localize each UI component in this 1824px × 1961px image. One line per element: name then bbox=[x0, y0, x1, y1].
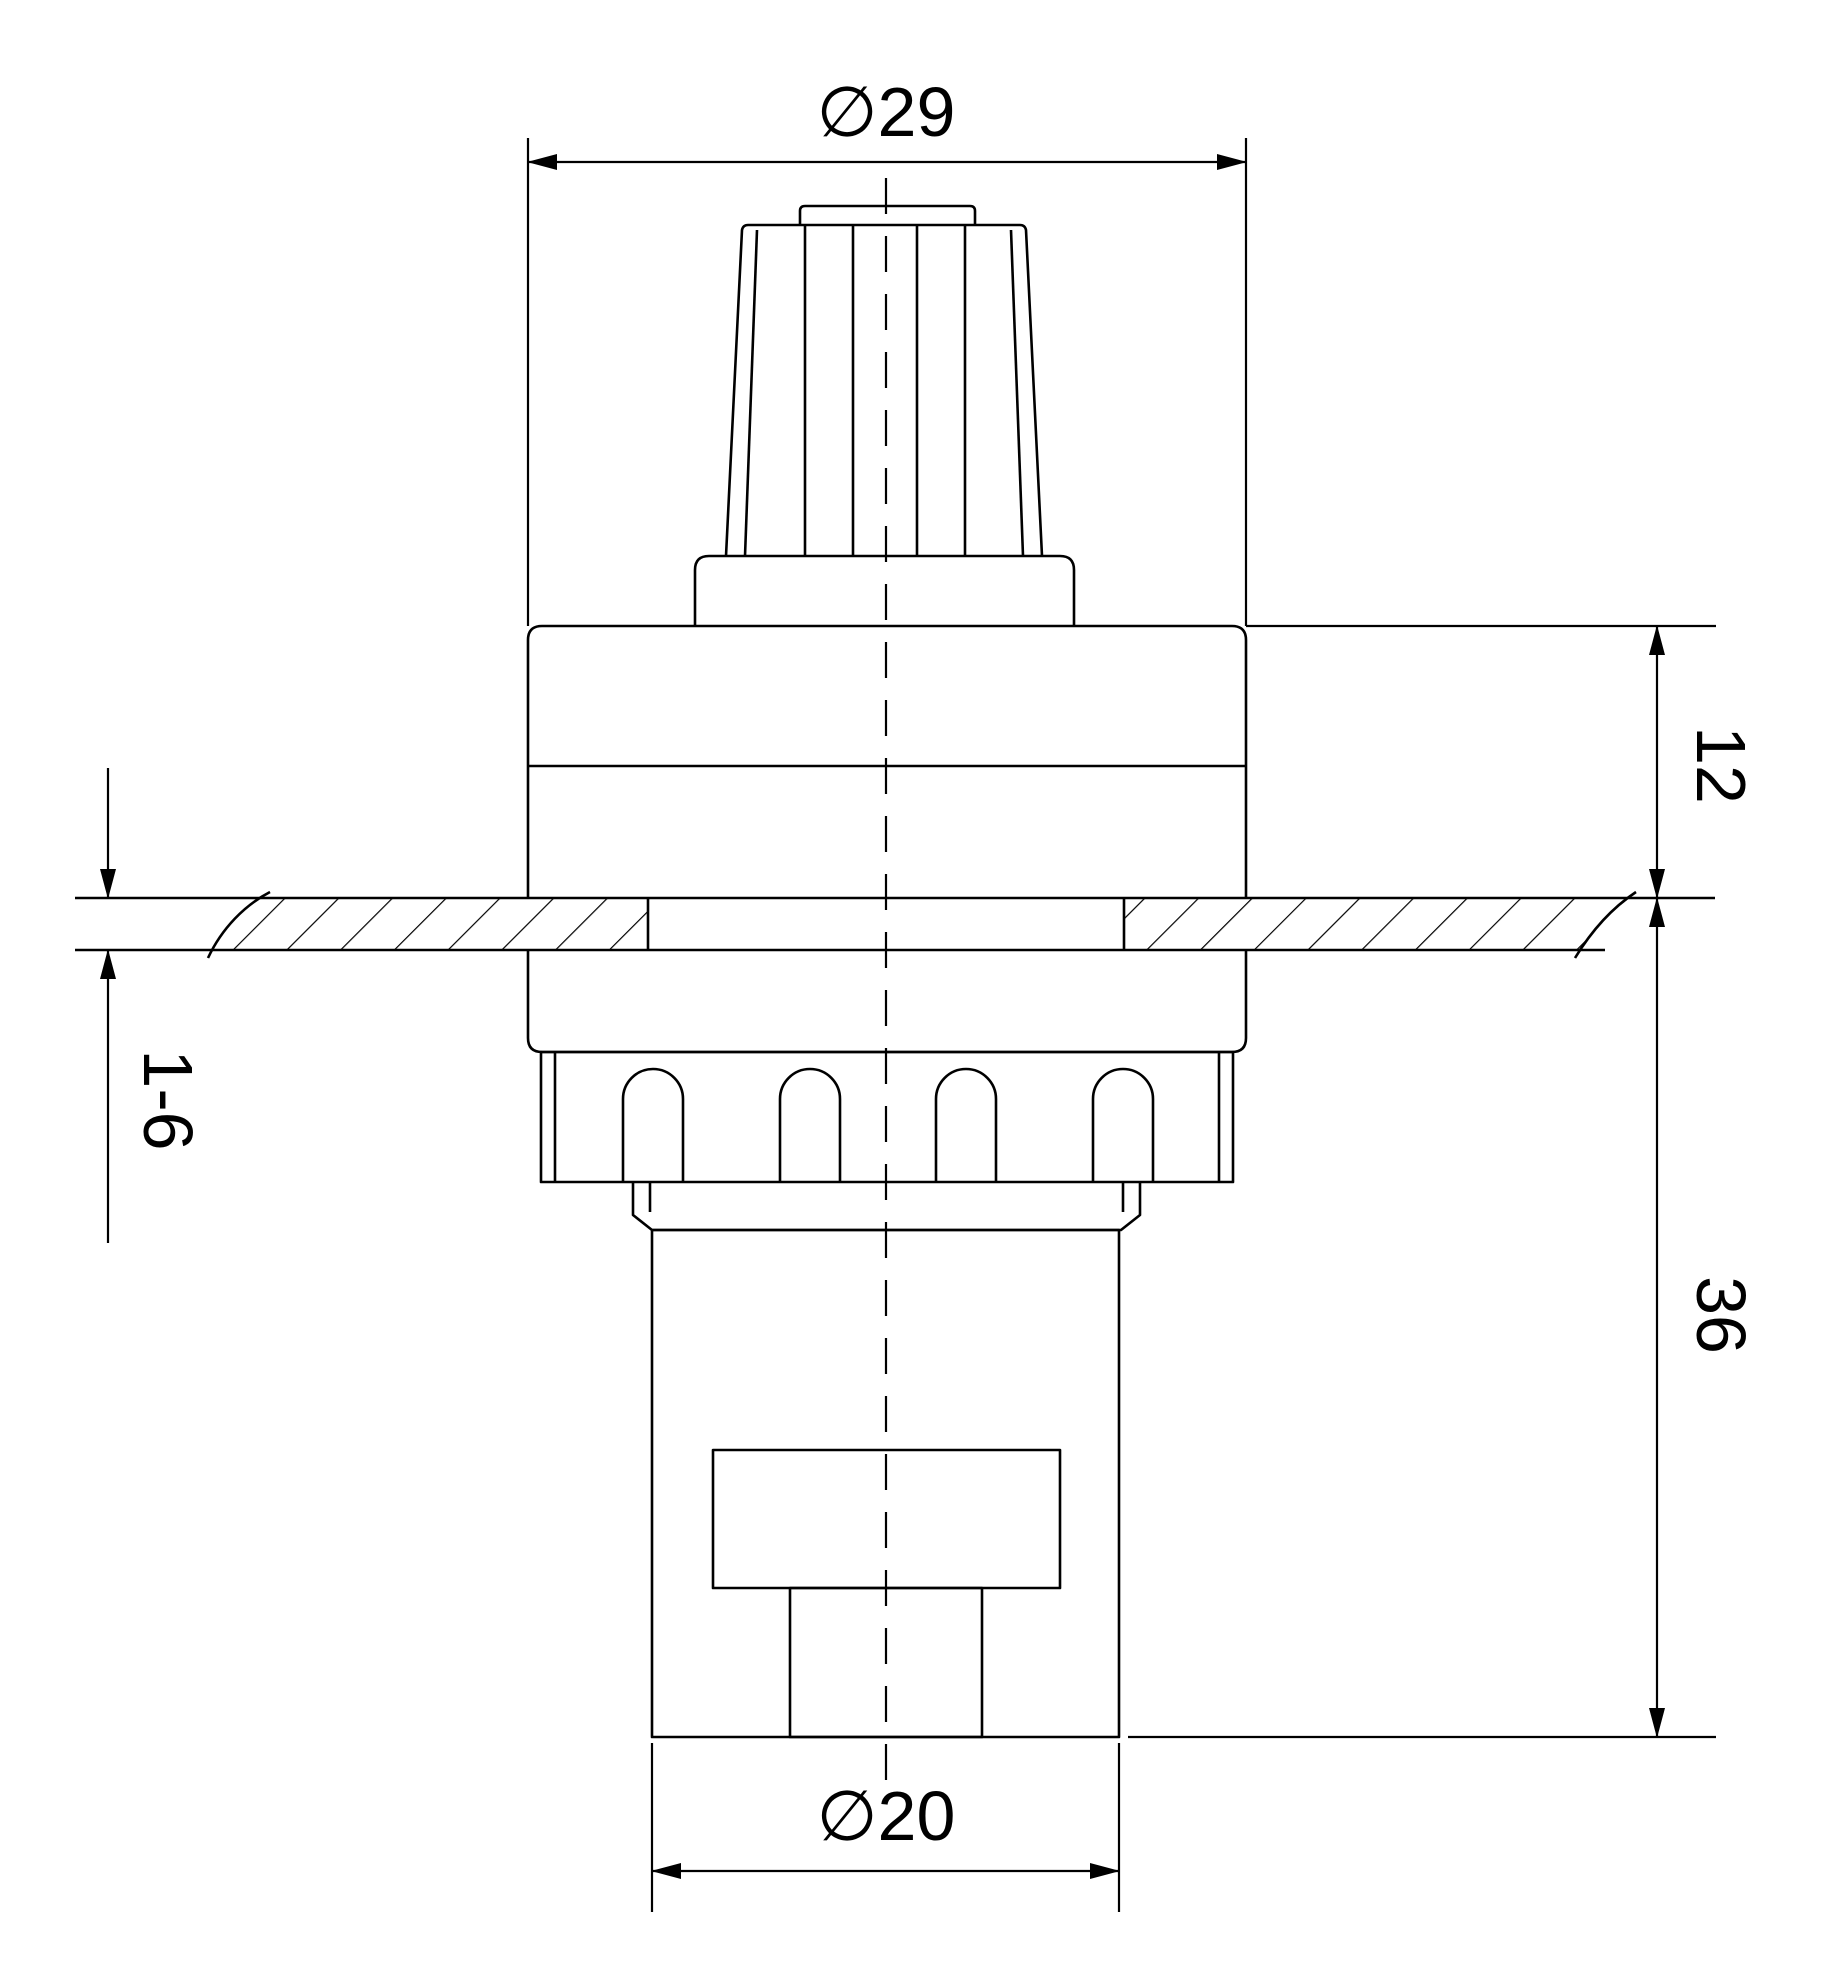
knob-collar bbox=[693, 554, 1076, 626]
panel-section bbox=[75, 890, 1715, 959]
label-bottom-diameter: ∅20 bbox=[817, 1777, 956, 1855]
label-lower-height: 36 bbox=[1682, 1276, 1760, 1354]
knob-body bbox=[724, 223, 1044, 557]
label-upper-height: 12 bbox=[1682, 726, 1760, 804]
slot-3 bbox=[934, 1067, 998, 1182]
label-top-diameter: ∅29 bbox=[817, 73, 956, 151]
panel-hatch-left bbox=[215, 898, 648, 950]
housing-head bbox=[526, 624, 1248, 898]
slot-1 bbox=[621, 1067, 685, 1182]
slot-4 bbox=[1091, 1067, 1155, 1182]
knob bbox=[693, 204, 1076, 626]
knob-ribs bbox=[743, 225, 1025, 557]
knob-cap bbox=[798, 204, 977, 225]
label-panel-thickness: 1-6 bbox=[129, 1049, 207, 1150]
panel-hatch-right bbox=[1124, 898, 1630, 950]
panel-break-left bbox=[206, 890, 271, 959]
panel-break-right bbox=[1573, 890, 1637, 959]
slot-2 bbox=[778, 1067, 842, 1182]
dimension-lines bbox=[100, 138, 1716, 1912]
